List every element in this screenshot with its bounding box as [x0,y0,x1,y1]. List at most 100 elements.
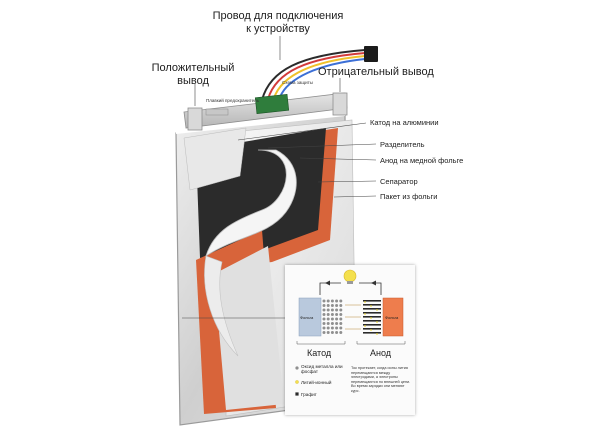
cathode-particle [326,299,330,303]
legend-item-oxide: Оксид металла или фосфат [301,364,343,374]
wire-blue [279,58,366,98]
cathode-particle [326,313,330,316]
label-positive-terminal: Положительный вывод [148,62,238,88]
cathode-particle [322,317,326,321]
legend-black-square [295,392,299,396]
legend-note: Ток протекает, когда ионы лития перемеща… [351,366,411,393]
cathode-particle [335,313,339,316]
positive-tab [187,107,203,131]
lithium-ion [364,301,366,303]
protection-board [254,94,290,114]
cathode-block [298,297,322,337]
leader-anode [299,157,377,161]
legend-label-graphite: Графит [301,392,317,397]
cathode-particle [335,304,339,307]
cathode-particle [326,322,330,325]
cathode-particle [330,317,334,321]
graphite-line [363,312,381,314]
chemistry-inset: Фольга Фольга Катод Анод Оксид металла и… [285,265,415,415]
leader-cathode [237,122,367,141]
negative-tab [332,92,348,116]
cathode-particle [339,313,343,316]
cathode-particles [322,299,343,334]
legend-label-oxide: Оксид металла или фосфат [301,364,343,375]
graphite-line [363,316,381,318]
anode-bracket [356,341,406,345]
cathode-particle [322,313,326,316]
cathode-particle [335,299,339,303]
lithium-ion [376,333,378,335]
cathode-particle [339,304,343,307]
foil-pouch-rim [175,114,346,134]
anode-graphite [363,300,381,335]
arrow-right-icon [371,280,376,286]
label-wire-line2: к устройству [246,23,310,35]
lithium-ion [376,309,378,311]
legend-label-lithium: Литий-ионный [301,380,332,385]
cathode-aluminum-layer [183,127,247,191]
legend-yellow-dot [295,380,299,384]
cathode-particle [335,322,339,325]
graphite-line [363,328,381,330]
cathode-particle [339,317,343,321]
cathode-particle [322,326,326,330]
legend-grey-dot [295,366,299,370]
graphite-line [363,320,381,322]
label-positive-line2: вывод [177,75,209,87]
cathode-particle [330,304,334,307]
cathode-particle [326,308,330,312]
bulb-icon [343,269,357,283]
lithium-ion [370,317,372,319]
label-separator: Сепаратор [380,177,418,186]
leader-foil-pack [333,195,377,198]
label-positive-line1: Положительный [151,62,235,74]
cathode-particle [335,308,339,312]
lithium-ion [370,305,372,307]
label-separator-top: Разделитель [380,140,425,149]
cathode-particle [326,331,330,334]
cathode-particle [322,308,326,312]
circuit-wire [319,282,382,295]
label-cathode-aluminum: Катод на алюминии [370,118,439,127]
graphite-line [363,324,381,326]
cathode-particle [330,331,334,334]
graphite-line [363,300,381,302]
cathode-particle [339,322,343,325]
leader-separator [317,180,377,183]
lithium-ion [376,321,378,323]
cathode-particle [330,313,334,316]
lower-separator-layer [214,246,284,410]
cathode-particle [335,317,339,321]
legend-item-lithium: Литий-ионный [301,380,331,385]
wire-black [261,49,366,101]
graphite-line [363,332,381,334]
foil-left-label: Фольга [300,315,314,320]
inset-diagram [295,269,406,396]
wire-yellow [273,55,366,99]
label-protection: Схема защиты [282,80,313,85]
cathode-particle [326,317,330,321]
label-anode-copper: Анод на медной фольге [380,156,464,165]
fuse-element [205,108,229,116]
lithium-ion [364,325,366,327]
anode-title: Анод [370,348,392,358]
cathode-particle [339,326,343,330]
label-wire: Провод для подключения к устройству [208,10,348,36]
cathode-particle [326,326,330,330]
lithium-ion [370,329,372,331]
leader-separator-top [267,143,377,149]
label-negative-terminal: Отрицательный вывод [318,66,434,78]
lithium-ion [364,313,366,315]
graphite-line [363,304,381,306]
wire-connector [364,46,378,62]
bulb-base [347,281,353,284]
cathode-particle [322,331,326,334]
graphite-line [363,308,381,310]
cathode-particle [330,322,334,325]
arrow-left-icon [325,280,330,286]
cathode-particle [339,308,343,312]
peeled-separator-fold [204,255,239,357]
cathode-particle [330,299,334,303]
cathode-particle [335,331,339,334]
cathode-particle [326,304,330,307]
